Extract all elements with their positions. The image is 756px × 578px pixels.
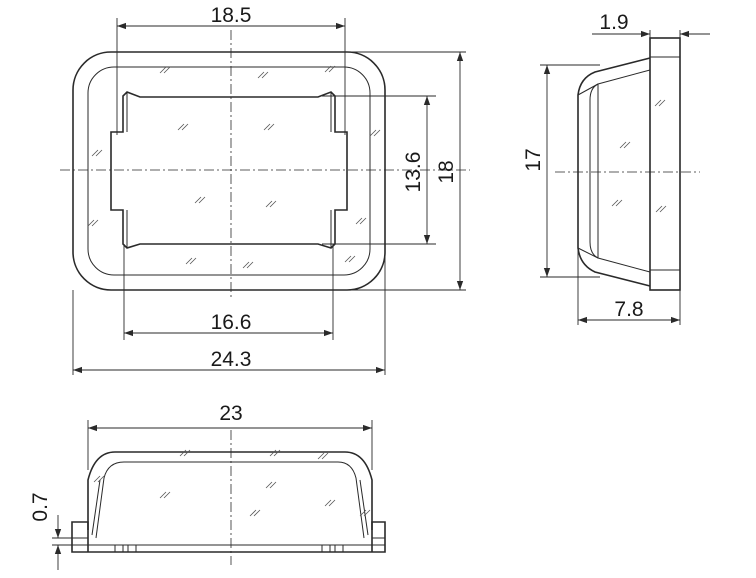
outer-frame [72, 51, 386, 291]
base-plate [71, 521, 386, 553]
front-view: 18.5 16.6 24.3 13.6 18 [60, 4, 470, 375]
side-flange [649, 37, 681, 291]
dome-outer [87, 451, 373, 530]
dim-outer-height: 18 [435, 160, 458, 183]
dim-overall-width: 24.3 [211, 348, 252, 371]
dim-inner-height: 13.6 [402, 152, 425, 193]
side-body [577, 57, 651, 287]
dim-front-base: 0.7 [29, 492, 52, 521]
dim-side-height: 17 [522, 148, 545, 171]
dim-side-depth: 7.8 [614, 298, 643, 321]
bottom-view: 23 0.7 [29, 402, 386, 570]
dim-front-width: 23 [219, 402, 242, 425]
side-view: 1.9 17 7.8 [522, 11, 710, 325]
dim-bottom-inner-width: 16.6 [211, 311, 252, 334]
inner-frame-edge [87, 66, 371, 276]
dim-top-inner-width: 18.5 [211, 4, 252, 27]
dim-side-flange: 1.9 [599, 11, 628, 34]
